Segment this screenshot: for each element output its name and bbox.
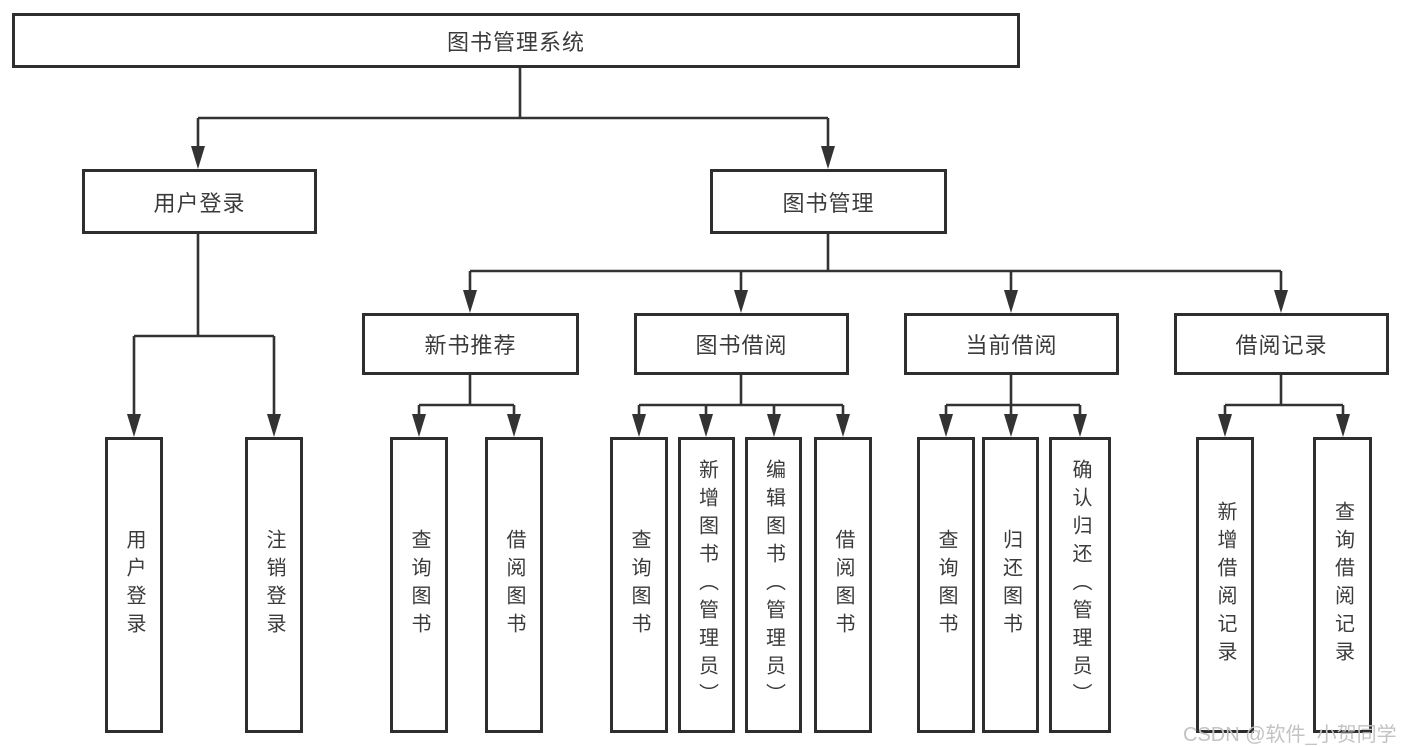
node-current-borrow: 当前借阅: [904, 313, 1119, 375]
leaf-label: 查询图书: [628, 529, 650, 641]
connector-book-borrow-to-leaves: [632, 375, 850, 437]
connector-new-book-to-leaves: [412, 375, 521, 437]
leaf-label: 编辑图书（管理员）: [762, 459, 785, 711]
leaf-add-borrow-record: 新增借阅记录: [1196, 437, 1254, 733]
arrow-down-icon: [821, 146, 835, 169]
node-new-book-recommend: 新书推荐: [362, 313, 579, 375]
connector-book-mgmt-to-level3: [463, 234, 1288, 313]
arrow-down-icon: [1004, 414, 1018, 437]
arrow-down-icon: [267, 414, 281, 437]
node-label: 图书借阅: [695, 333, 788, 358]
node-label: 图书管理: [782, 190, 875, 216]
arrow-down-icon: [127, 414, 141, 437]
leaf-add-books-admin: 新增图书（管理员）: [678, 437, 735, 733]
node-book-management: 图书管理: [710, 169, 947, 234]
connector-user-login-to-leaves: [127, 234, 281, 437]
leaf-query-books-current: 查询图书: [917, 437, 975, 733]
leaf-edit-books-admin: 编辑图书（管理员）: [745, 437, 802, 733]
leaf-label: 注销登录: [263, 529, 285, 641]
leaf-query-books-recommend: 查询图书: [390, 437, 448, 733]
arrow-down-icon: [1004, 290, 1018, 313]
leaf-query-books-borrow: 查询图书: [610, 437, 668, 733]
arrow-down-icon: [939, 414, 953, 437]
arrow-down-icon: [1218, 414, 1232, 437]
arrow-down-icon: [1336, 414, 1350, 437]
node-borrow-record: 借阅记录: [1174, 313, 1389, 375]
connector-root-to-level2: [191, 68, 835, 169]
leaf-user-login: 用户登录: [105, 437, 163, 733]
leaf-label: 用户登录: [123, 529, 145, 641]
leaf-borrow-books: 借阅图书: [814, 437, 872, 733]
leaf-label: 借阅图书: [503, 529, 525, 641]
leaf-return-books: 归还图书: [982, 437, 1039, 733]
arrow-down-icon: [632, 414, 646, 437]
leaf-label: 新增借阅记录: [1214, 501, 1236, 669]
node-label: 借阅记录: [1235, 333, 1328, 358]
leaf-borrow-books-recommend: 借阅图书: [485, 437, 543, 733]
arrow-down-icon: [699, 414, 713, 437]
leaf-confirm-return-admin: 确认归还（管理员）: [1049, 437, 1111, 733]
leaf-label: 归还图书: [999, 529, 1022, 641]
node-label: 图书管理系统: [446, 29, 585, 55]
leaf-label: 借阅图书: [832, 529, 854, 641]
arrow-down-icon: [767, 414, 781, 437]
leaf-label: 查询图书: [408, 529, 430, 641]
connector-current-borrow-to-leaves: [939, 375, 1087, 437]
leaf-label: 新增图书（管理员）: [695, 459, 718, 711]
arrow-down-icon: [734, 290, 748, 313]
arrow-down-icon: [1274, 290, 1288, 313]
leaf-label: 查询借阅记录: [1331, 501, 1354, 669]
arrow-down-icon: [191, 146, 205, 169]
node-label: 新书推荐: [424, 333, 517, 358]
node-user-login: 用户登录: [82, 169, 317, 234]
node-label: 当前借阅: [965, 333, 1058, 358]
leaf-logout: 注销登录: [245, 437, 303, 733]
watermark: CSDN @软件_小贺同学: [1183, 724, 1397, 746]
arrow-down-icon: [507, 414, 521, 437]
node-label: 用户登录: [153, 190, 246, 216]
leaf-label: 查询图书: [935, 529, 957, 641]
leaf-label: 确认归还（管理员）: [1069, 459, 1091, 711]
arrow-down-icon: [412, 414, 426, 437]
node-root-system: 图书管理系统: [12, 13, 1020, 68]
node-book-borrow: 图书借阅: [634, 313, 849, 375]
leaf-query-borrow-record: 查询借阅记录: [1313, 437, 1372, 733]
arrow-down-icon: [1073, 414, 1087, 437]
connector-borrow-record-to-leaves: [1218, 375, 1350, 437]
arrow-down-icon: [836, 414, 850, 437]
arrow-down-icon: [463, 290, 477, 313]
